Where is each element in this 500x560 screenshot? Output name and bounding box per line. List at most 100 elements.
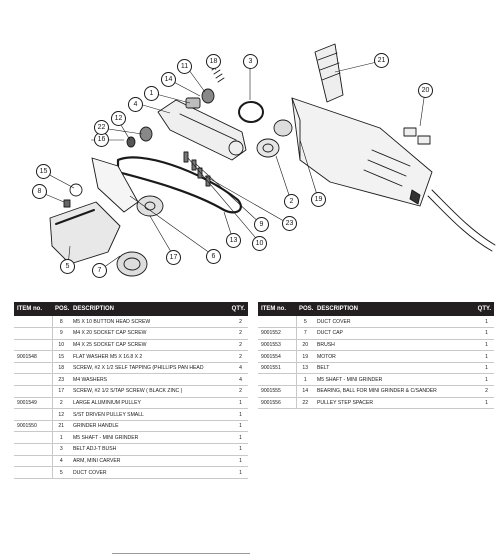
col-description: DESCRIPTION [314,302,472,316]
exploded-parts-diagram [39,43,496,277]
cell-description: M5 X 10 BUTTON HEAD SCREW [70,316,226,329]
cell-pos: 1 [52,431,70,445]
cell-pos: 2 [52,397,70,410]
cell-item-no: 9001555 [258,385,297,398]
cell-pos: 12 [52,408,70,421]
cell-qty: 2 [226,339,248,352]
cell-description: M4 X 20 SOCKET CAP SCREW [70,327,226,340]
cell-description: MOTOR [314,350,472,363]
nose-pulley-part [256,119,293,158]
cell-description: BELT [314,362,472,375]
cell-qty: 1 [226,466,248,479]
callout-11: 11 [177,59,192,74]
cell-qty: 1 [226,455,248,468]
motor-part [291,97,496,252]
cell-description: M4 WASHERS [70,373,226,387]
cell-qty: 1 [472,373,494,387]
cell-item-no: 9001551 [258,362,297,375]
cell-qty: 1 [472,339,494,352]
cell-pos: 1 [296,373,314,387]
cell-description: LARGE ALUMINIUM PULLEY [70,397,226,410]
col-item-no: ITEM no. [14,302,52,316]
callout-13: 13 [226,233,241,248]
cell-pos: 9 [52,327,70,340]
col-pos: POS. [296,302,314,316]
callout-22: 22 [94,120,109,135]
arm-part [157,99,247,161]
cell-qty: 4 [226,362,248,375]
cell-description: BELT ADJ-T BUSH [70,443,226,456]
cell-item-no [14,316,53,329]
cell-pos: 15 [52,350,70,363]
callout-9: 9 [254,217,269,232]
shaft-bearing-parts [126,65,225,148]
cell-pos: 22 [296,397,314,410]
button-screw-part [63,199,71,208]
callout-2: 2 [284,194,299,209]
cell-item-no [258,316,297,329]
cell-item-no: 9001554 [258,350,297,363]
bottom-divider [112,553,250,554]
grinder-handle-part [314,43,344,103]
cell-item-no [14,466,53,479]
callout-19: 19 [311,192,326,207]
col-item-no: ITEM no. [258,302,296,316]
cell-qty: 1 [226,408,248,421]
cell-description: FLAT WASHER M5 X 16.8 X 2 [70,350,226,363]
cell-qty: 2 [226,385,248,398]
duct-cap-part [116,251,148,277]
cell-qty: 2 [226,327,248,340]
cell-description: DUCT CAP [314,327,472,340]
cell-item-no [14,327,53,340]
cell-item-no [14,373,53,387]
callout-10: 10 [252,236,267,251]
callout-6: 6 [206,249,221,264]
table-header-row: ITEM no. POS. DESCRIPTION QTY. [258,302,494,316]
cell-qty: 2 [226,350,248,363]
col-pos: POS. [52,302,70,316]
cell-description: PULLEY STEP SPACER [314,397,472,410]
cell-qty: 1 [472,316,494,329]
cell-pos: 23 [52,373,70,387]
cell-item-no: 9001556 [258,397,297,410]
small-pulley-part [136,195,164,217]
cell-qty: 1 [226,397,248,410]
cell-item-no [14,408,53,421]
callout-21: 21 [374,53,389,68]
cell-item-no [14,431,53,445]
callout-8: 8 [32,184,47,199]
cell-item-no: 9001553 [258,339,297,352]
cell-description: M4 X 25 SOCKET CAP SCREW [70,339,226,352]
col-description: DESCRIPTION [70,302,226,316]
callout-7: 7 [92,263,107,278]
cell-pos: 21 [52,420,70,433]
cell-qty: 1 [472,362,494,375]
cell-qty: 4 [226,373,248,387]
cell-description: ARM, MINI CARVER [70,455,226,468]
callout-14: 14 [161,72,176,87]
cell-pos: 18 [52,362,70,375]
cell-pos: 20 [296,339,314,352]
cell-pos: 19 [296,350,314,363]
cell-description: SCREW, #2 1/2 S/TAP SCREW ( BLACK ZINC ) [70,385,226,398]
callout-5: 5 [60,259,75,274]
cell-qty: 1 [472,397,494,410]
cell-item-no [14,385,53,398]
cell-pos: 17 [52,385,70,398]
callout-18: 18 [206,54,221,69]
cell-item-no: 9001549 [14,397,53,410]
belt-bush-part [238,101,264,123]
